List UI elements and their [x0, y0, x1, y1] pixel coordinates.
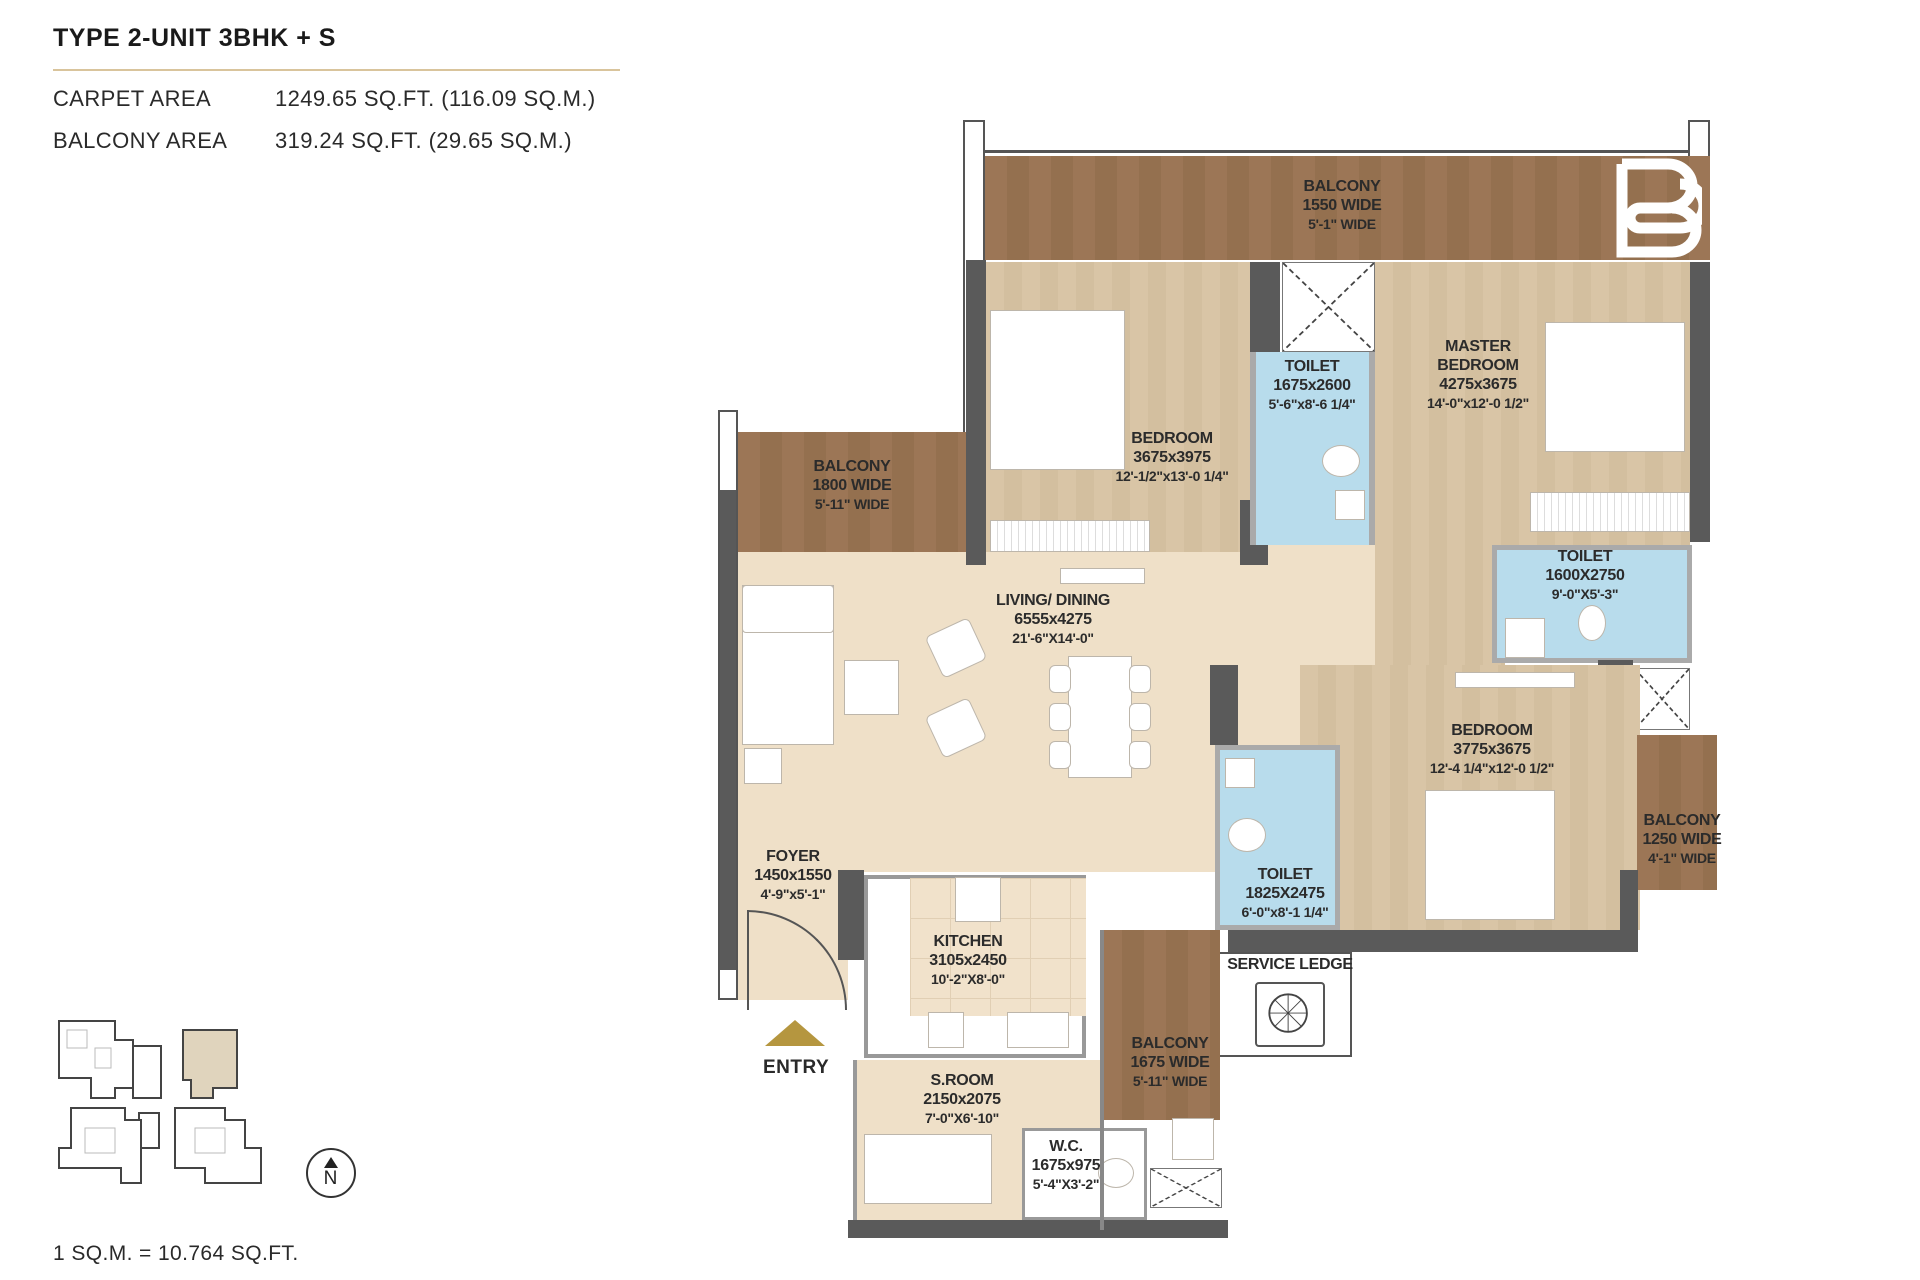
- side-table: [744, 748, 782, 784]
- column: [1210, 665, 1238, 745]
- north-arrow-icon: [324, 1157, 338, 1168]
- master-bedroom-label: MASTER BEDROOM 4275x3675 14'-0"x12'-0 1/…: [1426, 338, 1530, 411]
- wall-divider: [1100, 930, 1104, 1230]
- washing-machine-icon: [1172, 1118, 1214, 1160]
- wall-bedroom1-left: [966, 260, 986, 565]
- watermark-logo-icon: [1610, 158, 1710, 258]
- entry-label: ENTRY: [763, 1057, 830, 1078]
- wc-pan: [1322, 445, 1360, 477]
- wash-basin: [1225, 758, 1255, 788]
- toilet-master-label: TOILET 1600X2750 9'-0"X5'-3": [1545, 548, 1625, 602]
- balcony-right: [1637, 735, 1717, 890]
- service-ledge-label: SERVICE LEDGE: [1227, 956, 1353, 973]
- dining-chair: [1049, 703, 1071, 731]
- balcony-area-label: BALCONY AREA: [53, 128, 228, 153]
- carpet-area-label: CARPET AREA: [53, 86, 212, 111]
- cooktop-icon: [928, 1012, 964, 1048]
- wash-basin: [1505, 618, 1545, 658]
- bed-bedroom-2: [1425, 790, 1555, 920]
- unit-type-title: TYPE 2-UNIT 3BHK + S: [53, 24, 336, 52]
- unit-conversion-note: 1 SQ.M. = 10.764 SQ.FT.: [53, 1242, 299, 1265]
- bed-master: [1545, 322, 1685, 452]
- toilet-2-label: TOILET 1825X2475 6'-0"x8'-1 1/4": [1241, 866, 1329, 920]
- wc-pan: [1578, 605, 1606, 641]
- bed-bedroom-1: [990, 310, 1125, 470]
- north-compass-icon: N: [306, 1148, 356, 1198]
- wall-bottom: [848, 1220, 1228, 1238]
- master-passage: [1375, 545, 1505, 665]
- bedroom-1-label: BEDROOM 3675x3975 12'-1/2"x13'-0 1/4": [1115, 430, 1229, 484]
- bedroom-2-label: BEDROOM 3775x3675 12'-4 1/4"x12'-0 1/2": [1429, 722, 1555, 776]
- compass-label: N: [323, 1168, 338, 1189]
- desk: [1455, 672, 1575, 688]
- column: [1250, 262, 1280, 352]
- entry-arrow-icon: [765, 1020, 825, 1046]
- balcony-left-label: BALCONY 1800 WIDE 5'-11" WIDE: [812, 458, 892, 512]
- dining-chair: [1129, 703, 1151, 731]
- coffee-table: [844, 660, 899, 715]
- balcony-rear: [1100, 930, 1220, 1120]
- console-unit: [1060, 568, 1145, 584]
- wardrobe-bedroom-1: [990, 520, 1150, 552]
- wc-pan: [1098, 1158, 1134, 1188]
- balcony-rear-label: BALCONY 1675 WIDE 5'-11" WIDE: [1130, 1035, 1210, 1089]
- balcony-left: [738, 432, 966, 552]
- kitchen-sink-icon: [1007, 1012, 1069, 1048]
- column: [1620, 870, 1638, 952]
- balcony-right-label: BALCONY 1250 WIDE 4'-1" WIDE: [1642, 812, 1722, 866]
- wardrobe-master: [1530, 492, 1690, 532]
- ac-outdoor-unit-icon: [1255, 982, 1325, 1047]
- wall-bedroom-2-bottom: [1228, 930, 1638, 952]
- wash-basin: [1335, 490, 1365, 520]
- carpet-area-value: 1249.65 SQ.FT. (116.09 SQ.M.): [275, 86, 596, 111]
- duct-shaft: [1150, 1168, 1222, 1208]
- duct-shaft: [1634, 668, 1690, 730]
- balcony-top: [985, 156, 1710, 260]
- balcony-railing-top: [985, 150, 1688, 153]
- bed-s-room: [864, 1134, 992, 1204]
- wc-pan: [1228, 818, 1266, 852]
- sofa-chaise: [742, 585, 834, 633]
- living-passage: [1250, 545, 1375, 655]
- wall-left-solid: [720, 490, 736, 970]
- wall-master-right: [1690, 262, 1710, 542]
- balcony-top-label: BALCONY 1550 WIDE 5'-1" WIDE: [1302, 178, 1382, 232]
- bedroom-2-passage: [1238, 665, 1300, 745]
- title-divider: [53, 69, 620, 71]
- refrigerator: [955, 877, 1001, 922]
- kitchen-label: KITCHEN 3105x2450 10'-2"X8'-0": [929, 933, 1007, 987]
- living-dining-label: LIVING/ DINING 6555x4275 21'-6"X14'-0": [995, 592, 1111, 646]
- dining-table: [1068, 656, 1132, 778]
- foyer-label: FOYER 1450x1550 4'-9"x5'-1": [754, 848, 832, 902]
- dining-chair: [1049, 741, 1071, 769]
- toilet-1-label: TOILET 1675x2600 5'-6"x8'-6 1/4": [1268, 358, 1356, 412]
- dining-chair: [1049, 665, 1071, 693]
- dining-chair: [1129, 665, 1151, 693]
- key-plan: [55, 1018, 265, 1203]
- dining-chair: [1129, 741, 1151, 769]
- carpet-area-row: CARPET AREA 1249.65 SQ.FT. (116.09 SQ.M.): [53, 86, 596, 112]
- wc-label: W.C. 1675x975 5'-4"X3'-2": [1031, 1138, 1101, 1192]
- column: [838, 870, 864, 960]
- s-room-label: S.ROOM 2150x2075 7'-0"X6'-10": [923, 1072, 1001, 1126]
- duct-shaft: [1282, 262, 1375, 352]
- balcony-area-value: 319.24 SQ.FT. (29.65 SQ.M.): [275, 128, 572, 153]
- balcony-area-row: BALCONY AREA 319.24 SQ.FT. (29.65 SQ.M.): [53, 128, 572, 154]
